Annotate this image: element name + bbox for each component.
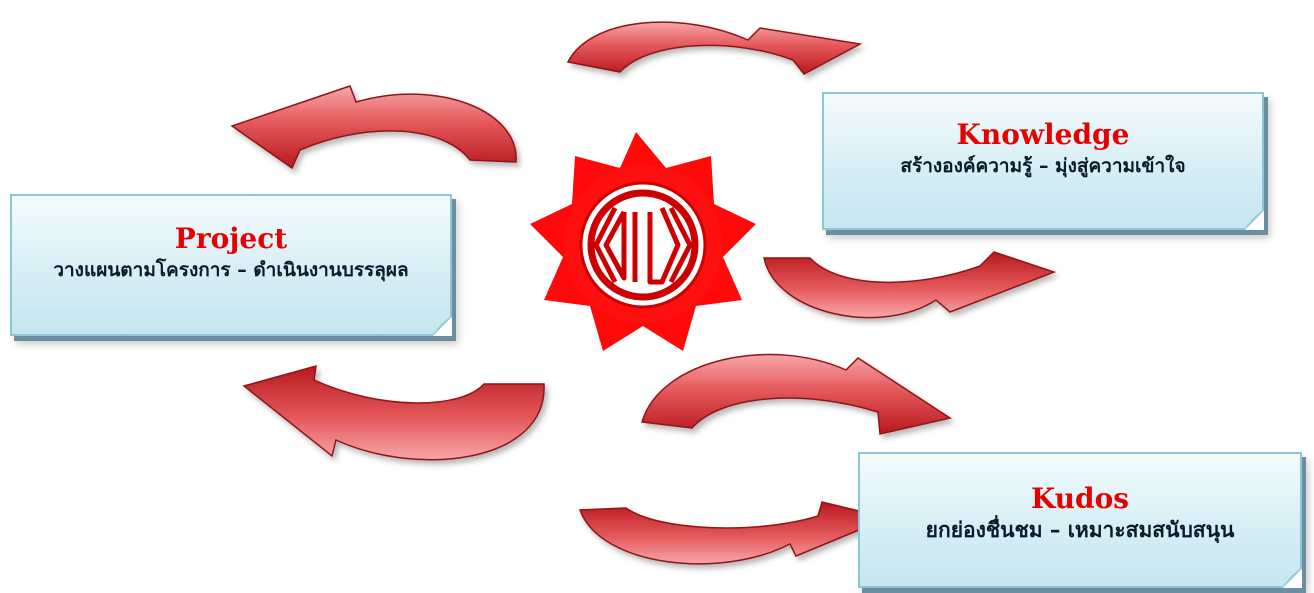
emblem-monogram [593,206,693,285]
page-curl-icon [1282,568,1302,588]
project-title: Project [174,222,288,255]
page-curl-icon [432,316,452,336]
project-subtitle: วางแผนตามโครงการ – ดำเนินงานบรรลุผล [53,259,409,281]
cycle-arrow-top [566,21,863,75]
cycle-arrow-upper-left [230,85,517,170]
kudos-card: Kudos ยกย่องชื่นชม – เหมาะสมสนับสนุน [858,452,1302,588]
cycle-arrow-lower-left [242,364,545,461]
project-card: Project วางแผนตามโครงการ – ดำเนินงานบรรล… [10,194,452,336]
knowledge-title: Knowledge [956,118,1130,151]
kudos-title: Kudos [1030,482,1130,515]
kudos-subtitle: ยกย่องชื่นชม – เหมาะสมสนับสนุน [925,518,1235,542]
page-curl-icon [1244,210,1264,230]
cycle-arrow-right-middle [641,353,952,435]
emblem-ring [579,181,707,309]
cycle-arrow-bottom [578,501,891,565]
knowledge-subtitle: สร้างองค์ความรู้ – มุ่งสู่ความเข้าใจ [900,155,1186,177]
center-gear-logo [530,132,756,351]
cycle-arrow-right-upper [763,251,1057,319]
knowledge-card: Knowledge สร้างองค์ความรู้ – มุ่งสู่ความ… [822,92,1264,230]
